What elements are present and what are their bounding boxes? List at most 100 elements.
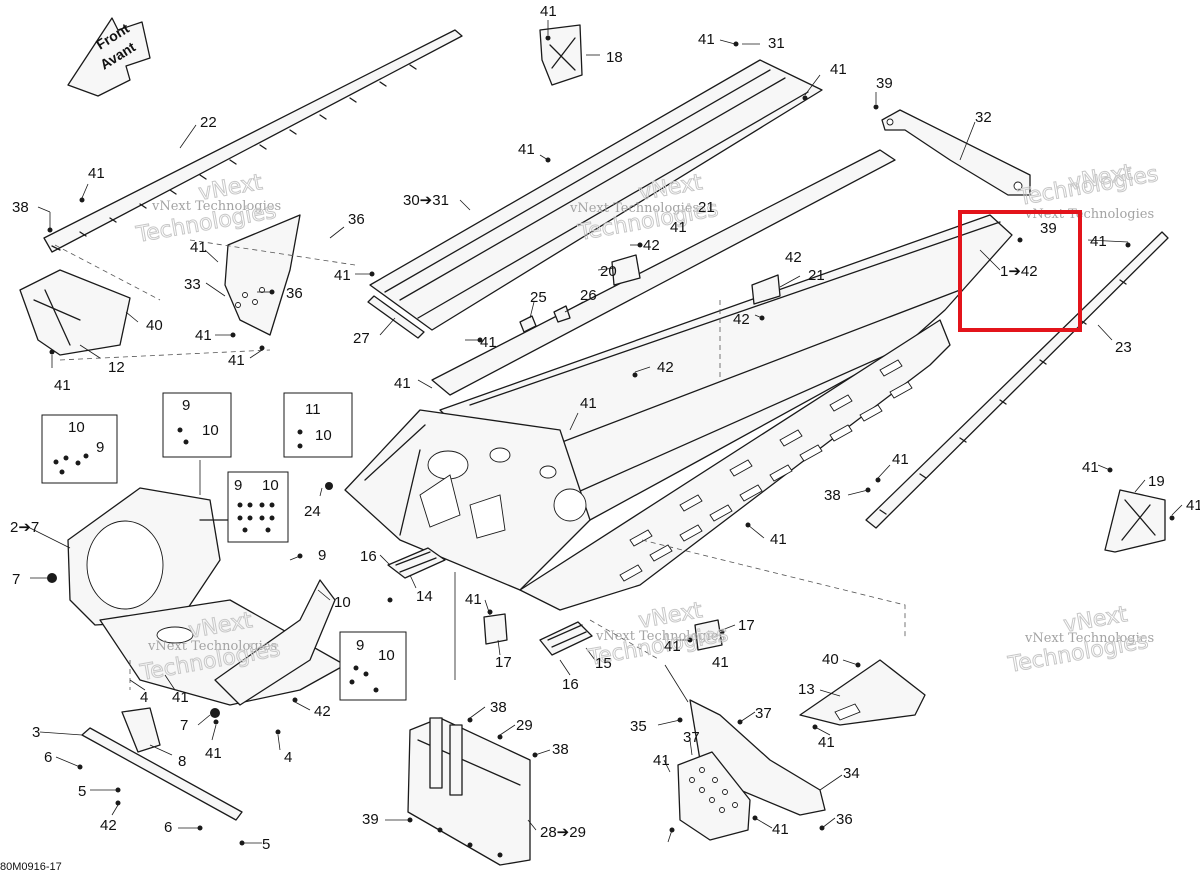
svg-text:vNext Technologies: vNext Technologies <box>147 639 277 654</box>
callout: 7 <box>180 717 188 734</box>
callout: 42 <box>785 249 802 266</box>
part-20-bracket <box>611 254 641 286</box>
inset-box-2: 9 10 <box>162 392 232 458</box>
part-lower-cradle <box>99 599 346 706</box>
part-3-skid <box>81 727 243 821</box>
callout: 16 <box>562 676 579 693</box>
svg-text:vNext Technologies: vNext Technologies <box>569 201 699 216</box>
callout: 24 <box>304 503 321 520</box>
tunnel-cooling-slots <box>619 359 913 582</box>
callout: 40 <box>146 317 163 334</box>
svg-text:9: 9 <box>356 637 364 654</box>
callout: 9 <box>318 547 326 564</box>
part-17-bracket-right <box>694 619 723 651</box>
callout: 41 <box>172 689 189 706</box>
callout: 41 <box>518 141 535 158</box>
svg-text:10: 10 <box>68 419 85 436</box>
callout: 36 <box>286 285 303 302</box>
callout: 41 <box>228 352 245 369</box>
callout: 41 <box>712 654 729 671</box>
callout: 41 <box>54 377 71 394</box>
callout: 35 <box>630 718 647 735</box>
callout: 12 <box>108 359 125 376</box>
svg-text:9: 9 <box>182 397 190 414</box>
front-direction-arrow-icon: Front Avant <box>67 17 151 97</box>
callout: 41 <box>818 734 835 751</box>
part-22-rail <box>43 29 463 253</box>
callout: 19 <box>1148 473 1165 490</box>
part-12-front-housing <box>19 269 131 356</box>
callout: 4 <box>140 689 148 706</box>
svg-text:10: 10 <box>315 427 332 444</box>
callout: 36 <box>348 211 365 228</box>
callout: 37 <box>755 705 772 722</box>
callout: 5 <box>262 836 270 853</box>
callout: 41 <box>892 451 909 468</box>
inset-box-3: 11 10 <box>283 392 353 458</box>
callout: 25 <box>530 289 547 306</box>
svg-text:vNext Technologies: vNext Technologies <box>595 629 725 644</box>
callout: 39 <box>1040 220 1057 237</box>
callout: 40 <box>822 651 839 668</box>
callout: 41 <box>670 219 687 236</box>
callout: 41 <box>190 239 207 256</box>
callout: 41 <box>1186 497 1200 514</box>
part-2-7-front-frame <box>67 487 231 626</box>
callout: 16 <box>360 548 377 565</box>
callout: 42 <box>733 311 750 328</box>
callout: 5 <box>78 783 86 800</box>
callout: 41 <box>653 752 670 769</box>
callout: 39 <box>362 811 379 828</box>
inset-box-5: 9 10 <box>339 631 407 701</box>
callout: 30➔31 <box>403 192 449 209</box>
callout: 8 <box>178 753 186 770</box>
callout: 2➔7 <box>10 519 39 536</box>
callout: 41 <box>394 375 411 392</box>
part-15-footrest <box>539 621 593 656</box>
callout: 38 <box>552 741 569 758</box>
callout: 29 <box>516 717 533 734</box>
callout: 32 <box>975 109 992 126</box>
callout: 22 <box>200 114 217 131</box>
svg-text:10: 10 <box>202 422 219 439</box>
part-14-footrest <box>387 547 446 579</box>
callout: 41 <box>540 3 557 20</box>
callout: 42 <box>100 817 117 834</box>
callout: 41 <box>205 745 222 762</box>
assembly-guide-lines <box>54 239 906 690</box>
callout: 36 <box>836 811 853 828</box>
part-21-bracket <box>751 274 781 305</box>
watermarks: vNext Technologies Technologies vNext vN… <box>133 160 1161 687</box>
fastener-dots <box>47 35 1175 858</box>
callout: 37 <box>683 729 700 746</box>
callout: 42 <box>314 703 331 720</box>
part-19-bracket <box>1104 489 1166 553</box>
callout: 17 <box>495 654 512 671</box>
svg-text:9: 9 <box>96 439 104 456</box>
inset-box-4: 9 10 <box>227 471 289 543</box>
callout: 38 <box>824 487 841 504</box>
part-25-clip <box>519 315 537 333</box>
callout: 39 <box>876 75 893 92</box>
part-26-clip <box>553 305 571 323</box>
callout: 3 <box>32 724 40 741</box>
part-27-strip <box>367 295 425 339</box>
callout: 31 <box>768 35 785 52</box>
callout: 41 <box>770 531 787 548</box>
part-13-rear-bracket <box>799 659 926 726</box>
callout: 41 <box>195 327 212 344</box>
callout: 23 <box>1115 339 1132 356</box>
callout: 18 <box>606 49 623 66</box>
callout: 33 <box>184 276 201 293</box>
callout: 41 <box>1082 459 1099 476</box>
callout: 42 <box>643 237 660 254</box>
callout: 41 <box>1090 233 1107 250</box>
callout: 21 <box>698 199 715 216</box>
part-33-bracket <box>224 214 301 336</box>
callout: 1➔42 <box>1000 263 1038 280</box>
svg-text:vNext Technologies: vNext Technologies <box>1024 631 1154 646</box>
callout: 41 <box>772 821 789 838</box>
callout: 4 <box>284 749 292 766</box>
drawing-code: 80M0916-17 <box>0 861 62 873</box>
